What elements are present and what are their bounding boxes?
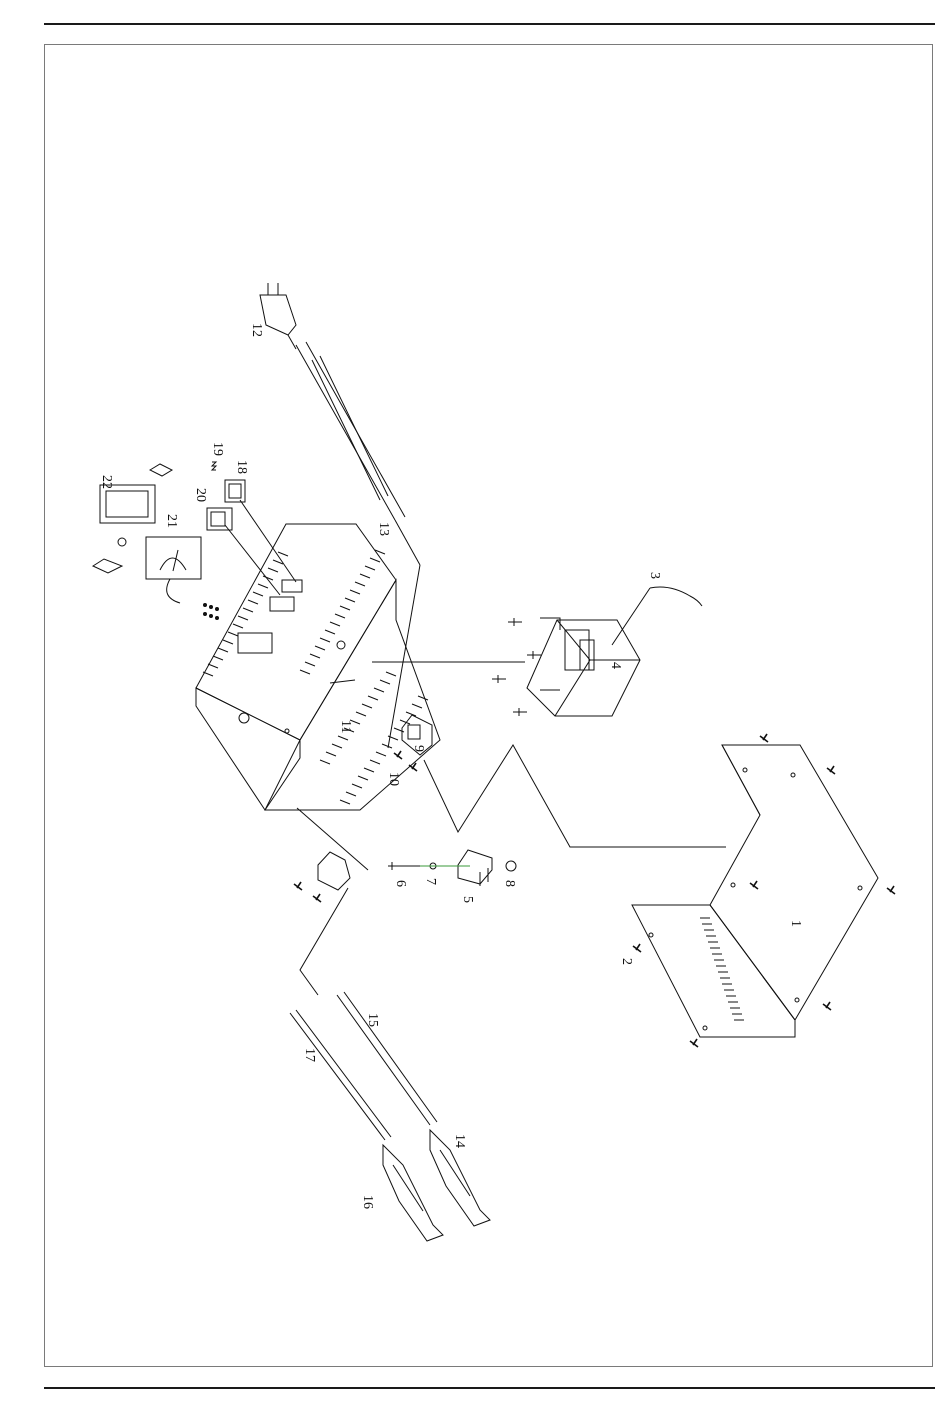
power-cord (296, 342, 420, 565)
callout-10: 10 (386, 772, 401, 786)
rectifier-bolt (388, 862, 420, 870)
callout-21: 21 (164, 514, 179, 528)
callout-20: 20 (193, 488, 208, 502)
callout-7: 7 (423, 878, 438, 885)
callout-labels: 1 2 3 4 5 6 7 8 9 10 11 12 13 14 15 16 1… (99, 323, 803, 1209)
switch-spring (212, 462, 216, 470)
rocker-switch (207, 508, 232, 530)
rectifier-washer (420, 863, 470, 869)
callout-5: 5 (460, 896, 475, 903)
callout-14: 14 (452, 1134, 467, 1148)
selector-switch (225, 480, 245, 502)
callout-1: 1 (788, 920, 803, 927)
breaker-screws (394, 751, 417, 771)
callout-22: 22 (99, 475, 114, 489)
callout-16: 16 (360, 1195, 375, 1209)
chassis-vent-slots-top (203, 550, 385, 676)
callout-15: 15 (365, 1013, 380, 1027)
outer-cover (632, 745, 878, 1037)
cover-screws (633, 734, 895, 1047)
terminal-block (294, 852, 350, 902)
callout-13: 13 (376, 522, 391, 536)
transformer-bolts (492, 618, 541, 716)
rectifier (458, 850, 492, 886)
ammeter (146, 537, 219, 620)
callout-3: 3 (647, 572, 662, 579)
chassis-vent-slots-side (320, 672, 428, 804)
callout-17: 17 (302, 1048, 317, 1062)
callout-4: 4 (608, 662, 623, 669)
chassis (196, 524, 440, 810)
callout-2: 2 (619, 958, 634, 965)
callout-6: 6 (393, 880, 408, 887)
callout-9: 9 (411, 745, 426, 752)
callout-8: 8 (502, 880, 517, 887)
callout-18: 18 (234, 460, 249, 474)
callout-19: 19 (210, 442, 225, 456)
cover-vent-slots (700, 918, 744, 1020)
callout-11: 11 (338, 720, 353, 733)
transformer (527, 587, 702, 716)
clamp-cable-red (337, 992, 437, 1125)
clamp-cable-black (290, 1010, 391, 1140)
callout-12: 12 (249, 323, 264, 337)
power-plug (260, 283, 296, 349)
rectifier-nut (506, 861, 516, 871)
